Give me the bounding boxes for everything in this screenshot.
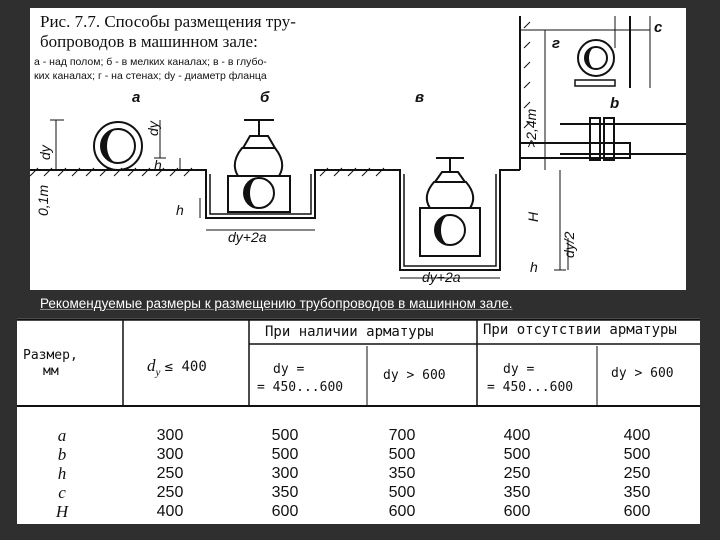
table-cell: 500 xyxy=(388,484,416,501)
table-cell: 600 xyxy=(271,503,299,520)
table-cell: 400 xyxy=(623,427,651,444)
table-cell: 400 xyxy=(503,427,531,444)
col5-header: dу > 600 xyxy=(611,366,674,381)
label-width-b: dу+2a xyxy=(228,229,267,245)
col3-header: dу > 600 xyxy=(383,368,446,383)
size-label-line1: Размер, xyxy=(23,348,78,363)
piping-diagram xyxy=(30,16,686,279)
caption-title-line2: бопроводов в машинном зале: xyxy=(40,32,258,51)
table-row-symbol: b xyxy=(57,445,67,464)
table-cell: 600 xyxy=(503,503,531,520)
col2-header-line2: = 450...600 xyxy=(257,380,344,395)
col2-header-line1: dу = xyxy=(273,362,305,377)
table-cell: 500 xyxy=(271,427,299,444)
label-a: а xyxy=(132,89,141,106)
col1-subscript: у xyxy=(155,366,161,379)
caption-note-line1: а - над полом; б - в мелких каналах; в -… xyxy=(34,56,267,68)
table-row-symbol: h xyxy=(57,464,67,483)
table-cell: 600 xyxy=(388,503,416,520)
caption-title-line1: Рис. 7.7. Способы размещения тру- xyxy=(40,12,296,31)
table-cell: 350 xyxy=(388,465,416,482)
table-cell: 400 xyxy=(156,503,184,520)
table-subtitle: Рекомендуемые размеры к размещению трубо… xyxy=(40,296,513,311)
col1-header: dу ≤ 400 xyxy=(147,356,207,378)
label-h-b: h xyxy=(176,202,184,218)
label-width-c: dу+2a xyxy=(422,269,461,285)
table-cell: 500 xyxy=(271,446,299,463)
label-height-wall: >2,4m xyxy=(523,108,539,148)
table-grid xyxy=(17,318,700,407)
table-row-symbol: H xyxy=(55,502,69,521)
header-without-fittings: При отсутствии арматуры xyxy=(483,322,677,338)
col4-header-line2: = 450...600 xyxy=(487,380,574,395)
table-cell: 250 xyxy=(623,465,651,482)
label-dv: dу xyxy=(37,145,53,160)
table-cell: 350 xyxy=(271,484,299,501)
table-cell: 350 xyxy=(623,484,651,501)
table-cell: 250 xyxy=(503,465,531,482)
size-label-line2: мм xyxy=(43,364,59,379)
table-row-symbol: c xyxy=(58,483,66,502)
table-cell: 250 xyxy=(156,484,184,501)
label-h-c: h xyxy=(530,259,538,275)
col1-symbol: d xyxy=(147,356,156,375)
table-row-symbol: a xyxy=(57,426,67,445)
table-cell: 300 xyxy=(156,446,184,463)
col4-header-line1: dу = xyxy=(503,362,535,377)
label-h-a: h xyxy=(154,157,162,173)
table-cell: 500 xyxy=(503,446,531,463)
label-g: г xyxy=(552,35,561,52)
table-cell: 600 xyxy=(623,503,651,520)
label-b: б xyxy=(260,89,270,106)
label-v: в xyxy=(415,89,425,106)
table-cell: 300 xyxy=(271,465,299,482)
label-c: c xyxy=(654,19,663,36)
label-b-side: b xyxy=(610,95,620,112)
table-cell: 500 xyxy=(623,446,651,463)
figure-panel: Рис. 7.7. Способы размещения тру- бопров… xyxy=(30,8,686,290)
dimensions-table: При наличии арматуры При отсутствии арма… xyxy=(17,318,700,524)
col1-condition: ≤ 400 xyxy=(164,359,207,375)
table-cell: 700 xyxy=(388,427,416,444)
table-cell: 300 xyxy=(156,427,184,444)
label-dv-small: dу xyxy=(145,121,161,136)
label-half-d: dу/2 xyxy=(561,231,577,258)
table-cell: 500 xyxy=(388,446,416,463)
table-cell: 350 xyxy=(503,484,531,501)
table-cell: 250 xyxy=(156,465,184,482)
caption-note-line2: ких каналах; г - на стенах; dу - диаметр… xyxy=(34,70,267,82)
header-with-fittings: При наличии арматуры xyxy=(265,324,434,340)
label-H: H xyxy=(525,211,541,222)
label-gap: 0,1m xyxy=(35,184,51,216)
